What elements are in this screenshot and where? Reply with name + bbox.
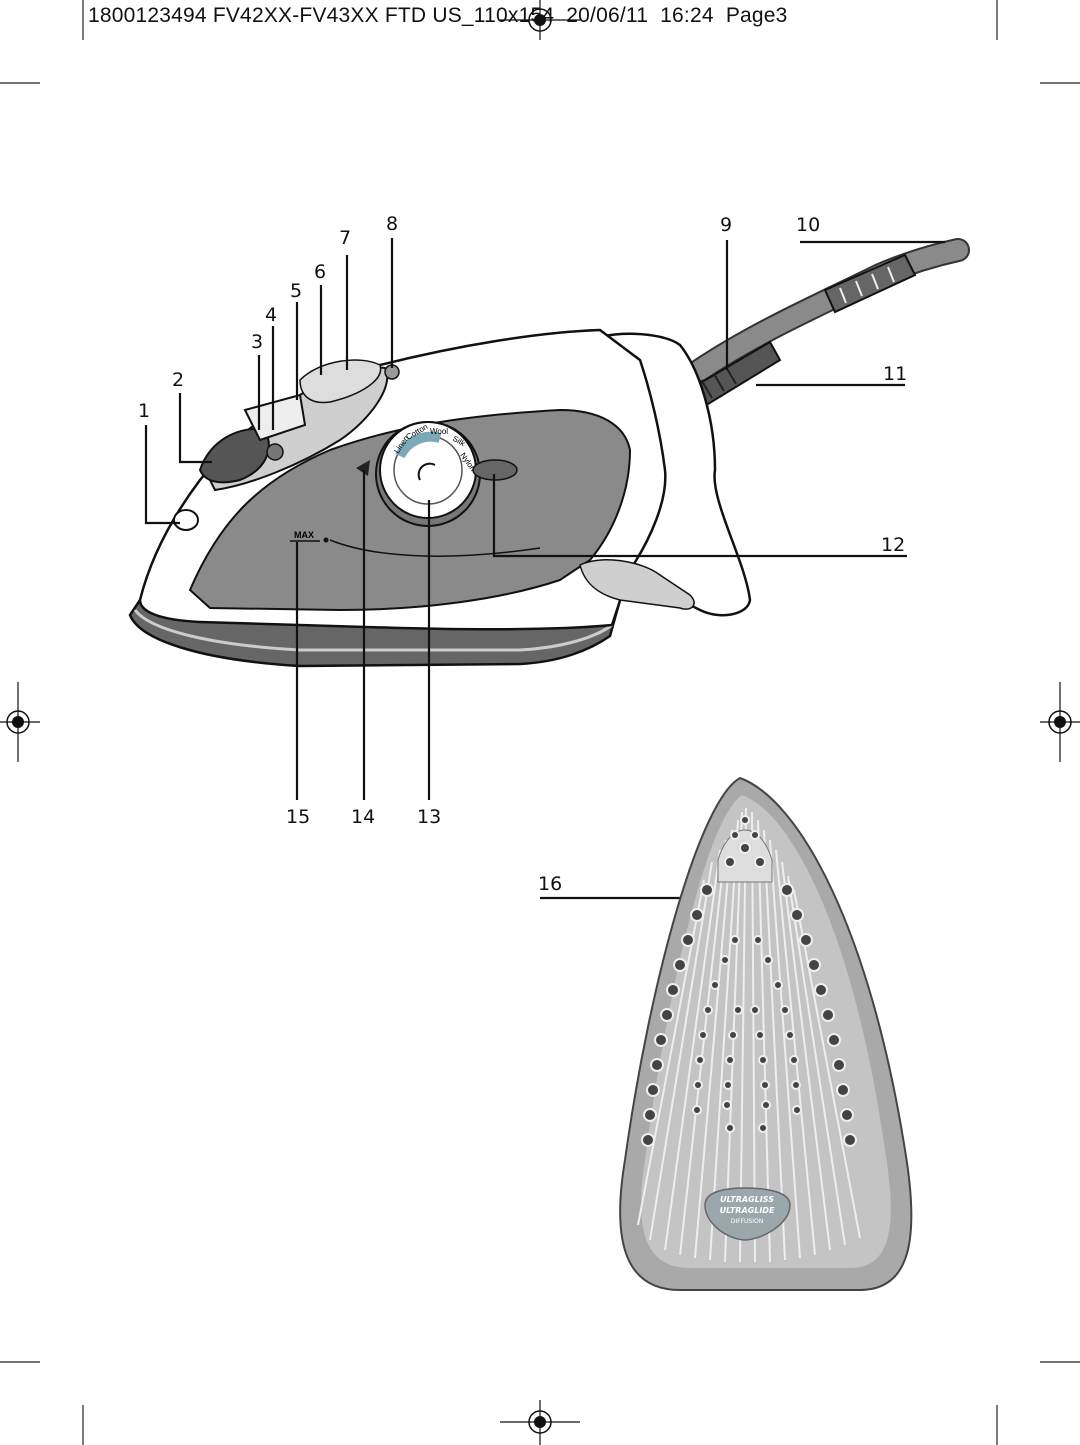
badge-line-1: ULTRAGLISS [720,1195,774,1204]
registration-mark-icon [0,682,40,762]
max-fill-label: MAX [294,530,314,540]
callout-9: 9 [720,214,733,236]
slug-text: 1800123494 FV42XX-FV43XX FTD US_1 [88,4,485,27]
soleplate-illustration: ULTRAGLISS ULTRAGLIDE DIFFUSION [619,776,913,1291]
callout-8: 8 [386,213,399,235]
registration-mark-icon [500,0,580,40]
callout-6: 6 [314,261,327,283]
registration-mark-icon [1040,682,1080,762]
slug-time: 16:24 [660,4,714,27]
callout-16: 16 [538,873,563,895]
badge-line-2: ULTRAGLIDE [720,1206,775,1215]
steam-holes [641,815,857,1147]
callout-10: 10 [796,214,821,236]
callout-12: 12 [881,534,906,556]
callout-14: 14 [351,806,376,828]
callout-11: 11 [883,363,908,385]
callout-2: 2 [172,369,185,391]
badge-line-3: DIFFUSION [731,1218,763,1225]
callout-15: 15 [286,806,311,828]
slug-page: Page3 [725,4,788,27]
callout-3: 3 [251,331,264,353]
steam-iron-illustration: Linen Cotton Wool Silk Nylon MAX [128,238,970,668]
callout-7: 7 [339,227,352,249]
callout-4: 4 [265,304,278,326]
callout-13: 13 [417,806,442,828]
callout-1: 1 [138,400,151,422]
registration-mark-icon [500,1400,580,1445]
callout-5: 5 [290,280,303,302]
slug-date: 20/06/11 [566,4,649,27]
dial-label-wool: Wool [430,427,448,436]
